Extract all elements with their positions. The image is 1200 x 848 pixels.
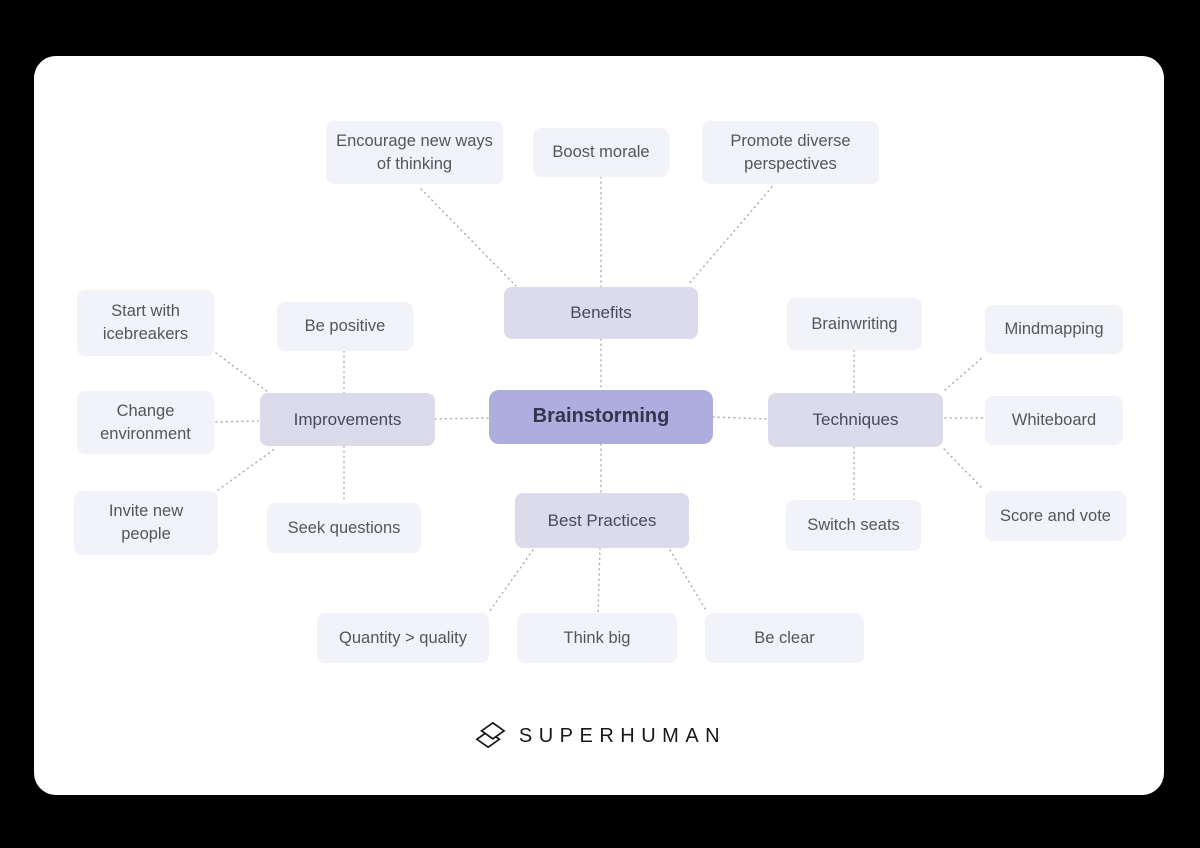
leaf-quantity-over-quality: Quantity > quality: [317, 613, 489, 663]
superhuman-logo: SUPERHUMAN: [0, 721, 1200, 751]
branch-benefits: Benefits: [504, 287, 698, 339]
branch-techniques: Techniques: [768, 393, 943, 447]
leaf-change-environment: Change environment: [77, 391, 214, 454]
leaf-be-positive: Be positive: [277, 302, 413, 351]
stacked-diamonds-icon: [475, 721, 506, 749]
leaf-mindmapping: Mindmapping: [985, 305, 1123, 354]
leaf-be-clear: Be clear: [705, 613, 864, 663]
leaf-seek-questions: Seek questions: [267, 503, 421, 553]
leaf-invite-new-people: Invite new people: [74, 491, 218, 555]
leaf-score-and-vote: Score and vote: [985, 491, 1126, 541]
leaf-switch-seats: Switch seats: [786, 500, 921, 551]
leaf-whiteboard: Whiteboard: [985, 396, 1123, 445]
node-brainstorming: Brainstorming: [489, 390, 713, 444]
leaf-boost-morale: Boost morale: [533, 128, 669, 177]
branch-improvements: Improvements: [260, 393, 435, 446]
branch-best-practices: Best Practices: [515, 493, 689, 548]
leaf-brainwriting: Brainwriting: [787, 298, 922, 350]
leaf-start-with-icebreakers: Start with icebreakers: [77, 290, 214, 356]
brand-wordmark: SUPERHUMAN: [518, 724, 727, 747]
leaf-promote-diverse-perspectives: Promote diverse perspectives: [702, 121, 879, 184]
leaf-encourage-new-ways-of-thinking: Encourage new ways of thinking: [326, 121, 503, 184]
leaf-think-big: Think big: [517, 613, 677, 663]
